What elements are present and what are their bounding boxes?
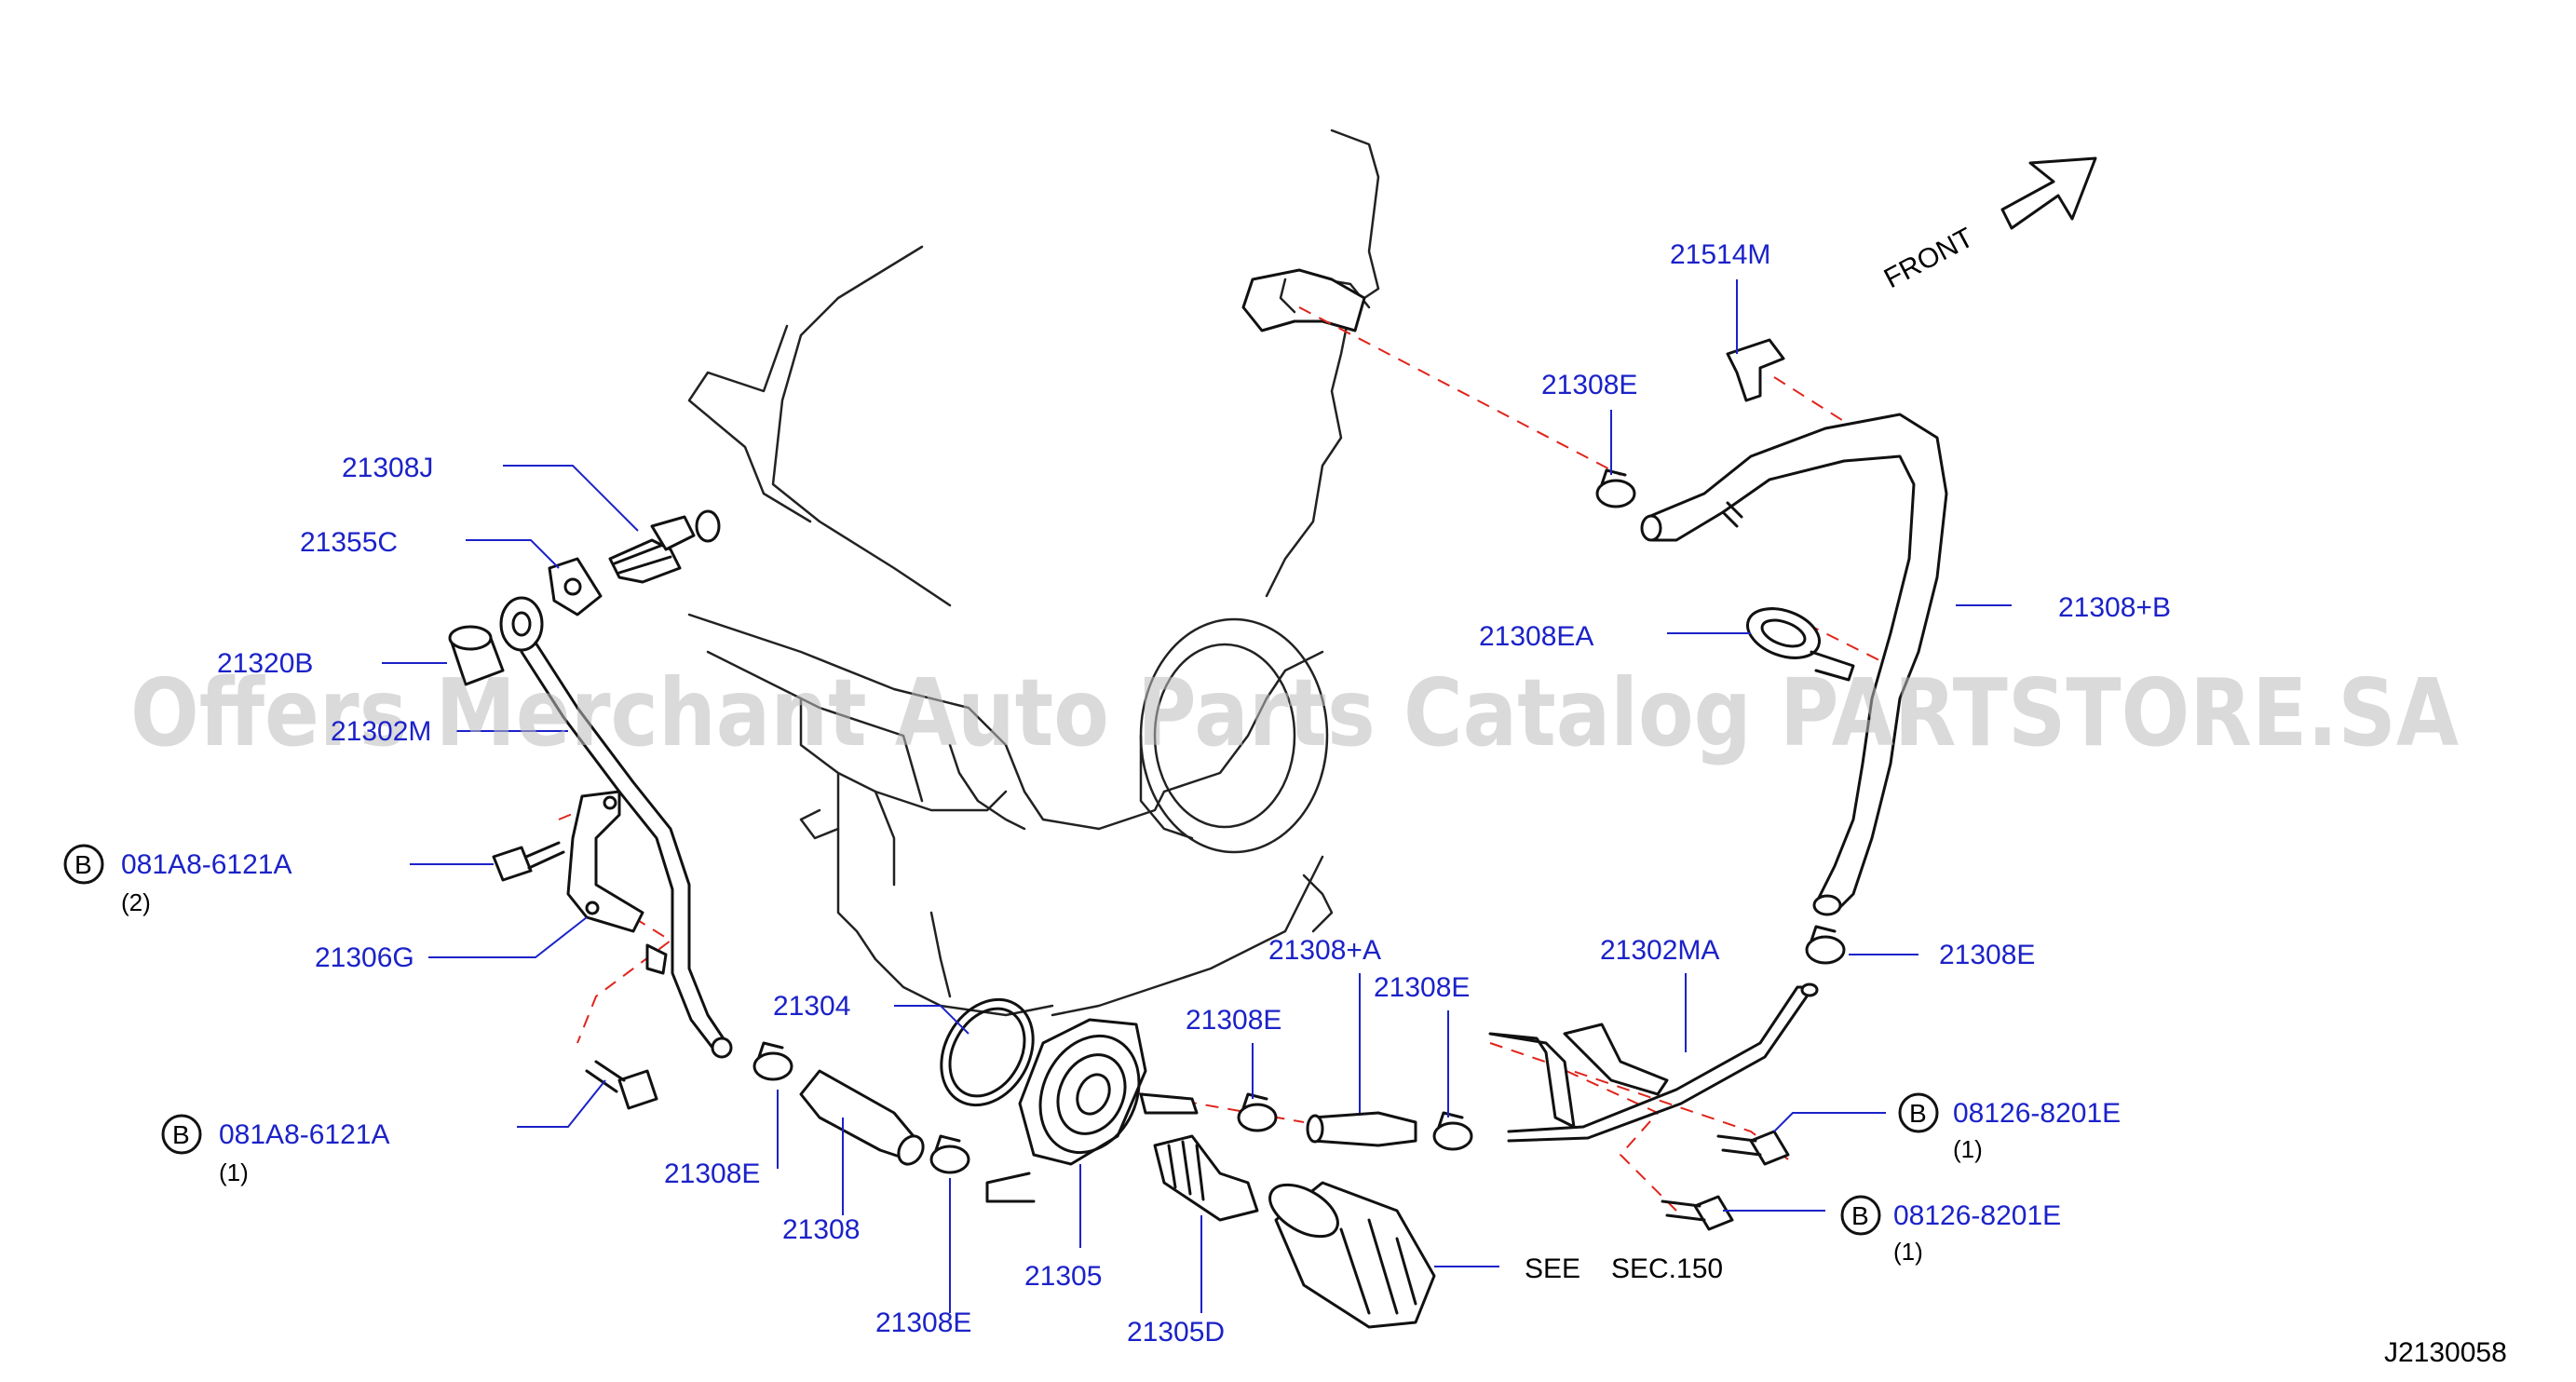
engine-block-outline <box>687 129 1380 1017</box>
label-21308E-e[interactable]: 21308E <box>1939 940 2035 970</box>
label-21308E-a[interactable]: 21308E <box>664 1158 760 1189</box>
union-bolt-21308J <box>608 509 721 584</box>
label-08126-8201E-2[interactable]: 08126-8201E <box>1893 1200 2061 1231</box>
label-21308E-d[interactable]: 21308E <box>1374 972 1470 1003</box>
bolt-b2 <box>585 1060 658 1110</box>
see-label: SEE <box>1525 1253 1580 1284</box>
clamp-21308E-e <box>1805 925 1846 965</box>
label-21305D[interactable]: 21305D <box>1127 1317 1225 1348</box>
bolt-marker-letter: B <box>1851 1201 1869 1230</box>
label-21308J[interactable]: 21308J <box>342 453 433 483</box>
clamp-21308E-c <box>1237 1092 1278 1132</box>
qty-bolt-b1: (2) <box>121 888 151 916</box>
label-21308[interactable]: 21308 <box>782 1214 860 1245</box>
clamp-21308EA <box>1746 607 1855 682</box>
leader-lines <box>382 279 2012 1313</box>
bolt-marker-letter: B <box>75 850 92 879</box>
label-21308A[interactable]: 21308+A <box>1268 935 1381 966</box>
front-label: FRONT <box>1879 223 1979 295</box>
bolt-b1 <box>492 841 565 882</box>
bracket-21514M <box>1726 338 1785 402</box>
qty-bolt-b4: (1) <box>1893 1238 1923 1266</box>
connector-21305D <box>1153 1134 1259 1222</box>
label-21308E-top[interactable]: 21308E <box>1541 370 1637 400</box>
bracket-21306G <box>566 790 668 975</box>
washer-21355C <box>548 557 603 616</box>
bolt-b4 <box>1661 1195 1734 1231</box>
watermark: Offers Merchant Auto Parts Catalog PARTS… <box>130 658 2459 767</box>
oil-cooler-21305 <box>985 1018 1199 1203</box>
label-21302MA[interactable]: 21302MA <box>1600 935 1719 966</box>
label-21302M[interactable]: 21302M <box>331 716 431 747</box>
bolt-marker-letter: B <box>1909 1099 1927 1128</box>
hose-21308A <box>1306 1111 1417 1147</box>
label-21308EA[interactable]: 21308EA <box>1479 621 1593 652</box>
label-21320B[interactable]: 21320B <box>217 648 313 679</box>
clamp-21308E-d <box>1432 1111 1473 1151</box>
hose-21308B <box>1640 413 1948 916</box>
oil-filter <box>1268 1181 1436 1329</box>
clamp-21308E-a <box>752 1041 793 1081</box>
clamp-21308E-b <box>929 1134 970 1174</box>
label-081A8-6121A-1[interactable]: 081A8-6121A <box>121 849 292 880</box>
oil-pipe-21302MA <box>1488 982 1819 1143</box>
bolt-marker-circle <box>161 1114 202 1155</box>
label-08126-8201E-1[interactable]: 08126-8201E <box>1953 1098 2121 1129</box>
connector-21320B <box>448 625 505 686</box>
bolt-marker-circle <box>63 844 104 885</box>
label-081A8-6121A-2[interactable]: 081A8-6121A <box>219 1119 390 1150</box>
callout-labels: 21308J 21355C 21320B 21302M B 081A8-6121… <box>63 239 2507 1368</box>
bolt-marker-circle <box>1840 1195 1881 1236</box>
diagram-id: J2130058 <box>2384 1337 2507 1368</box>
label-21308E-b[interactable]: 21308E <box>875 1307 971 1338</box>
front-arrow: FRONT <box>1879 156 2097 295</box>
label-21306G[interactable]: 21306G <box>315 942 414 973</box>
label-21514M[interactable]: 21514M <box>1670 239 1770 270</box>
see-section-link[interactable]: SEC.150 <box>1611 1253 1723 1284</box>
label-21305[interactable]: 21305 <box>1024 1261 1102 1292</box>
label-21355C[interactable]: 21355C <box>300 527 398 558</box>
label-21308E-c[interactable]: 21308E <box>1186 1005 1281 1036</box>
bolt-marker-circle <box>1898 1092 1939 1133</box>
bolt-marker-letter: B <box>172 1120 190 1149</box>
qty-bolt-b3: (1) <box>1953 1135 1983 1163</box>
oil-pipe-21302M <box>499 596 733 1059</box>
gasket-21304 <box>940 997 1035 1107</box>
hose-21308 <box>799 1069 925 1166</box>
label-21304[interactable]: 21304 <box>773 991 850 1022</box>
label-21308B[interactable]: 21308+B <box>2058 592 2171 623</box>
bolt-b3 <box>1716 1130 1790 1166</box>
qty-bolt-b2: (1) <box>219 1158 249 1186</box>
clamp-21308E-top <box>1595 468 1636 508</box>
